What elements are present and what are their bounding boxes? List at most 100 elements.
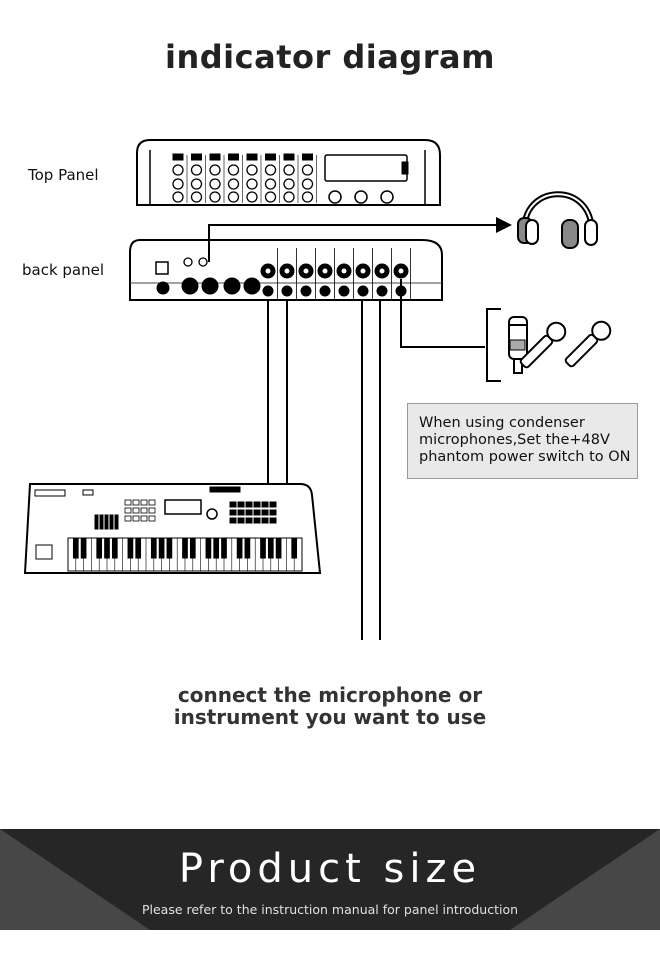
strip-fader bbox=[191, 153, 202, 161]
mic-cable bbox=[400, 279, 485, 348]
strip-fader bbox=[283, 153, 295, 161]
rca-jack bbox=[198, 257, 208, 267]
connection-diagram bbox=[23, 139, 612, 640]
strip-fader bbox=[265, 153, 276, 161]
gain-knob bbox=[246, 164, 258, 176]
product-size-subtext: Please refer to the instruction manual f… bbox=[141, 902, 519, 917]
synth-button bbox=[140, 515, 148, 522]
synth-button bbox=[237, 501, 245, 508]
phantom-power-note: When using condenser microphones,Set the… bbox=[407, 403, 638, 479]
synth-button bbox=[229, 501, 237, 508]
synth-button bbox=[148, 499, 156, 506]
banner-left-accent bbox=[0, 829, 150, 930]
synth-buttons bbox=[35, 499, 277, 560]
connect-caption: connect the microphone or instrument you… bbox=[0, 684, 660, 728]
top-panel-label: Top Panel bbox=[28, 166, 99, 184]
cables bbox=[208, 217, 512, 640]
back-jacks bbox=[181, 248, 411, 300]
xlr-combo-center bbox=[359, 267, 367, 275]
synth-button bbox=[229, 509, 237, 516]
synth-button bbox=[124, 515, 132, 522]
dynamic-mic-icon-1 bbox=[519, 321, 567, 369]
synth-button bbox=[253, 517, 261, 524]
eq-knob bbox=[190, 178, 203, 190]
synth-button bbox=[269, 501, 277, 508]
black-key bbox=[182, 537, 188, 559]
xlr-combo-center bbox=[264, 267, 272, 275]
dynamic-mic-icon-2 bbox=[564, 320, 612, 368]
black-key bbox=[275, 537, 282, 559]
synth-slider bbox=[114, 514, 119, 530]
black-key bbox=[221, 537, 227, 559]
eq-knob bbox=[227, 178, 240, 190]
insert-jack bbox=[376, 285, 388, 297]
synth-button bbox=[124, 507, 132, 514]
synth-button bbox=[132, 507, 140, 514]
xlr-combo-center bbox=[321, 267, 329, 275]
black-key bbox=[236, 537, 243, 559]
strip-fader bbox=[172, 153, 184, 161]
power-switch bbox=[155, 261, 169, 275]
mixer-back-panel bbox=[129, 239, 443, 301]
level-knob bbox=[301, 191, 314, 203]
insert-jack bbox=[338, 285, 350, 297]
black-key bbox=[96, 537, 103, 559]
black-key bbox=[135, 537, 142, 559]
condenser-mic-icon bbox=[508, 316, 528, 374]
xlr-combo-center bbox=[397, 267, 405, 275]
microphones bbox=[486, 308, 612, 382]
synth-button bbox=[261, 517, 269, 524]
eq-knob bbox=[264, 178, 277, 190]
display-screen bbox=[324, 154, 408, 182]
insert-jack bbox=[262, 285, 274, 297]
connect-line: connect the microphone or bbox=[177, 683, 483, 707]
eq-knob bbox=[209, 178, 221, 190]
strip-fader bbox=[228, 153, 239, 161]
synth-button bbox=[269, 509, 277, 516]
product-size-heading: Product size bbox=[178, 846, 482, 892]
black-key bbox=[189, 537, 196, 559]
black-key bbox=[213, 537, 220, 559]
xlr-combo-center bbox=[378, 267, 386, 275]
connect-line: instrument you want to use bbox=[173, 705, 487, 729]
gain-knob bbox=[227, 164, 240, 176]
black-key bbox=[80, 537, 87, 559]
synth-slider bbox=[109, 514, 114, 530]
black-key bbox=[72, 537, 79, 559]
black-key bbox=[150, 537, 157, 559]
black-key bbox=[291, 537, 298, 559]
level-knob bbox=[264, 191, 277, 203]
synth-button bbox=[140, 499, 148, 506]
synth-button bbox=[253, 509, 261, 516]
strip-fader bbox=[246, 153, 258, 161]
xlr-combo-center bbox=[283, 267, 291, 275]
insert-jack bbox=[357, 285, 369, 297]
level-knob bbox=[190, 191, 203, 203]
strip-fader bbox=[302, 153, 313, 161]
page-title: indicator diagram bbox=[165, 38, 495, 76]
level-knob bbox=[246, 191, 258, 203]
note-line: When using condenser bbox=[419, 415, 585, 431]
insert-jack bbox=[319, 285, 331, 297]
output-jack bbox=[181, 277, 199, 295]
black-key bbox=[260, 537, 266, 559]
synth-button bbox=[237, 517, 245, 524]
synth-button bbox=[245, 501, 253, 508]
xlr-combo-center bbox=[302, 267, 310, 275]
black-key bbox=[244, 537, 251, 559]
black-key bbox=[104, 537, 110, 559]
eq-knob bbox=[283, 178, 295, 190]
output-jack bbox=[243, 277, 261, 295]
insert-jack bbox=[300, 285, 312, 297]
black-key bbox=[111, 537, 118, 559]
synth-button bbox=[245, 517, 253, 524]
synth-button bbox=[140, 507, 148, 514]
synth-button bbox=[269, 517, 277, 524]
synth-button bbox=[148, 515, 156, 522]
synth-button bbox=[245, 509, 253, 516]
black-key bbox=[158, 537, 165, 559]
rca-jack bbox=[183, 257, 193, 267]
power-socket bbox=[156, 281, 170, 295]
product-size-banner: Product size Please refer to the instruc… bbox=[0, 829, 660, 930]
gain-knob bbox=[172, 164, 184, 176]
